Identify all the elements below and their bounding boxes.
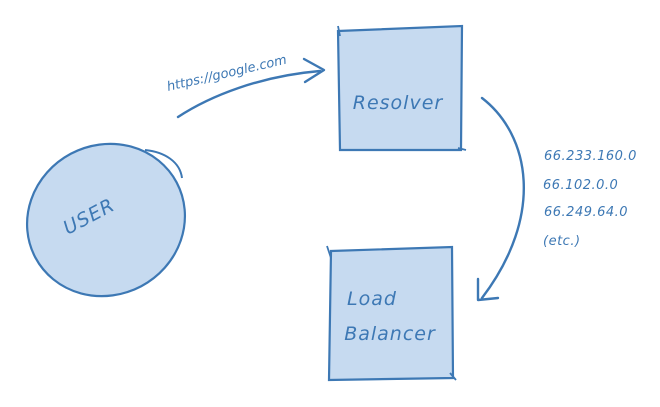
user-node: USER xyxy=(25,142,187,298)
arrowhead-resolver-to-load-balancer xyxy=(476,277,500,302)
resolver-box-corner-stroke xyxy=(337,25,467,151)
ip-address-label-etc: (etc.) xyxy=(543,234,581,249)
arrow-resolver-to-load-balancer xyxy=(480,96,525,300)
arrow-user-to-resolver xyxy=(176,69,322,119)
load-balancer-node: Load Balancer xyxy=(326,245,457,382)
load-balancer-label-line2: Balancer xyxy=(344,323,436,345)
ip-address-label-3: 66.249.64.0 xyxy=(544,205,628,220)
load-balancer-box xyxy=(327,245,455,382)
edge-resolver-to-load-balancer: 66.233.160.0 66.102.0.0 66.249.64.0 (etc… xyxy=(476,96,637,302)
arrowhead-user-to-resolver xyxy=(302,57,326,84)
resolver-node: Resolver xyxy=(336,24,467,152)
resolver-box xyxy=(336,24,464,152)
user-ellipse-overlap-stroke xyxy=(144,149,183,179)
load-balancer-label-line1: Load xyxy=(347,288,397,310)
ip-address-label-2: 66.102.0.0 xyxy=(543,178,618,193)
ip-address-label-1: 66.233.160.0 xyxy=(544,149,637,164)
load-balancer-box-corner-stroke xyxy=(326,245,457,381)
edge-user-to-resolver: https://google.com xyxy=(166,53,326,119)
label-user-to-resolver: https://google.com xyxy=(166,53,289,95)
resolver-label: Resolver xyxy=(353,92,444,114)
user-ellipse xyxy=(25,142,187,298)
